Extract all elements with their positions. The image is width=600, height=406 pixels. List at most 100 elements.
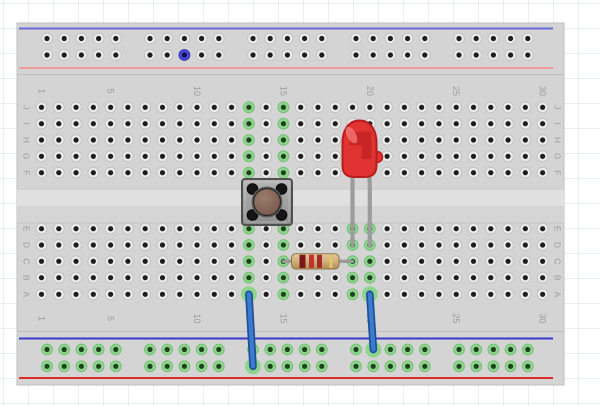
power-rail-hole-connected[interactable] bbox=[212, 343, 225, 356]
power-rail-hole-connected[interactable] bbox=[487, 360, 500, 373]
power-rail-hole[interactable] bbox=[109, 49, 122, 61]
breadboard-hole[interactable] bbox=[484, 117, 497, 130]
breadboard-hole[interactable] bbox=[52, 150, 65, 163]
breadboard-hole[interactable] bbox=[415, 134, 428, 146]
power-rail-hole-connected[interactable] bbox=[92, 360, 105, 373]
power-rail-hole-connected[interactable] bbox=[144, 360, 156, 373]
breadboard-hole[interactable] bbox=[312, 150, 324, 163]
breadboard-hole[interactable] bbox=[398, 271, 411, 284]
power-rail-hole-connected[interactable] bbox=[418, 360, 431, 373]
breadboard-hole[interactable] bbox=[139, 117, 152, 130]
breadboard-hole[interactable] bbox=[156, 101, 169, 114]
breadboard-hole[interactable] bbox=[415, 255, 428, 268]
breadboard-hole[interactable] bbox=[294, 150, 307, 163]
breadboard-hole[interactable] bbox=[519, 101, 532, 114]
breadboard-hole[interactable] bbox=[260, 166, 273, 179]
breadboard-hole[interactable] bbox=[415, 222, 428, 235]
breadboard-hole-connected[interactable] bbox=[277, 101, 290, 114]
breadboard-hole[interactable] bbox=[381, 288, 394, 301]
breadboard-hole[interactable] bbox=[294, 271, 307, 284]
jumper-wire-right[interactable] bbox=[361, 286, 382, 358]
breadboard-hole[interactable] bbox=[70, 166, 82, 179]
breadboard-hole[interactable] bbox=[294, 101, 307, 114]
breadboard-hole[interactable] bbox=[450, 271, 463, 284]
breadboard-hole[interactable] bbox=[208, 271, 221, 284]
breadboard-hole[interactable] bbox=[450, 255, 463, 268]
breadboard-hole[interactable] bbox=[433, 271, 445, 284]
breadboard-hole[interactable] bbox=[70, 271, 82, 284]
power-rail-hole-connected[interactable] bbox=[367, 360, 380, 373]
power-rail-hole-connected[interactable] bbox=[195, 343, 208, 356]
breadboard-hole[interactable] bbox=[519, 222, 532, 235]
breadboard-hole[interactable] bbox=[450, 222, 463, 235]
power-rail-hole-connected[interactable] bbox=[521, 360, 534, 373]
breadboard-hole[interactable] bbox=[225, 288, 238, 301]
breadboard-hole[interactable] bbox=[87, 222, 100, 235]
breadboard-hole[interactable] bbox=[467, 255, 480, 268]
breadboard-hole[interactable] bbox=[467, 166, 480, 179]
breadboard-hole[interactable] bbox=[312, 271, 324, 284]
breadboard-hole[interactable] bbox=[415, 101, 428, 114]
breadboard-hole[interactable] bbox=[467, 134, 480, 146]
power-rail-hole[interactable] bbox=[178, 32, 191, 45]
power-rail-hole-connected[interactable] bbox=[58, 360, 71, 373]
breadboard-hole[interactable] bbox=[139, 239, 152, 251]
breadboard-hole[interactable] bbox=[415, 166, 428, 179]
breadboard-hole-connected[interactable] bbox=[277, 166, 290, 179]
breadboard-hole[interactable] bbox=[173, 150, 186, 163]
breadboard-hole[interactable] bbox=[312, 166, 324, 179]
breadboard-hole[interactable] bbox=[519, 239, 532, 251]
breadboard-hole[interactable] bbox=[415, 288, 428, 301]
breadboard-hole[interactable] bbox=[156, 117, 169, 130]
power-rail-hole-hover[interactable] bbox=[178, 49, 191, 61]
breadboard-hole[interactable] bbox=[52, 288, 65, 301]
breadboard-hole[interactable] bbox=[450, 117, 463, 130]
breadboard-hole[interactable] bbox=[52, 271, 65, 284]
breadboard-hole[interactable] bbox=[139, 101, 152, 114]
breadboard-hole[interactable] bbox=[294, 222, 307, 235]
breadboard-hole[interactable] bbox=[35, 288, 48, 301]
breadboard-hole[interactable] bbox=[536, 166, 549, 179]
breadboard-hole[interactable] bbox=[502, 239, 514, 251]
breadboard-hole[interactable] bbox=[519, 255, 532, 268]
power-rail-hole[interactable] bbox=[315, 49, 328, 61]
breadboard-hole[interactable] bbox=[70, 150, 82, 163]
breadboard-hole[interactable] bbox=[536, 255, 549, 268]
breadboard-hole[interactable] bbox=[536, 239, 549, 251]
breadboard-hole[interactable] bbox=[52, 239, 65, 251]
breadboard-hole-connected[interactable] bbox=[363, 271, 376, 284]
breadboard-hole[interactable] bbox=[502, 166, 514, 179]
breadboard-hole[interactable] bbox=[208, 166, 221, 179]
breadboard-hole[interactable] bbox=[398, 134, 411, 146]
breadboard-hole[interactable] bbox=[122, 166, 134, 179]
resistor[interactable] bbox=[281, 253, 355, 270]
breadboard-hole[interactable] bbox=[433, 288, 445, 301]
breadboard-hole[interactable] bbox=[294, 166, 307, 179]
power-rail-hole-connected[interactable] bbox=[401, 343, 414, 356]
power-rail-hole-connected[interactable] bbox=[178, 360, 191, 373]
breadboard-hole[interactable] bbox=[450, 288, 463, 301]
breadboard-hole[interactable] bbox=[139, 134, 152, 146]
power-rail-hole-connected[interactable] bbox=[487, 343, 500, 356]
breadboard-hole[interactable] bbox=[122, 222, 134, 235]
power-rail-hole-connected[interactable] bbox=[58, 343, 71, 356]
breadboard-hole[interactable] bbox=[433, 150, 445, 163]
breadboard-hole[interactable] bbox=[87, 239, 100, 251]
breadboard-hole[interactable] bbox=[225, 101, 238, 114]
breadboard-hole[interactable] bbox=[502, 150, 514, 163]
breadboard-hole[interactable] bbox=[122, 288, 134, 301]
breadboard-hole[interactable] bbox=[536, 271, 549, 284]
breadboard-hole[interactable] bbox=[104, 255, 117, 268]
breadboard-hole[interactable] bbox=[519, 134, 532, 146]
breadboard-hole[interactable] bbox=[450, 101, 463, 114]
breadboard-hole[interactable] bbox=[398, 255, 411, 268]
breadboard-hole[interactable] bbox=[294, 288, 307, 301]
power-rail-hole-connected[interactable] bbox=[504, 360, 517, 373]
breadboard-hole[interactable] bbox=[52, 166, 65, 179]
breadboard-hole[interactable] bbox=[173, 117, 186, 130]
power-rail-hole-connected[interactable] bbox=[281, 343, 294, 356]
power-rail-hole-connected[interactable] bbox=[41, 343, 53, 356]
power-rail-hole-connected[interactable] bbox=[109, 360, 122, 373]
power-rail-hole-connected[interactable] bbox=[178, 343, 191, 356]
power-rail-hole[interactable] bbox=[161, 32, 174, 45]
